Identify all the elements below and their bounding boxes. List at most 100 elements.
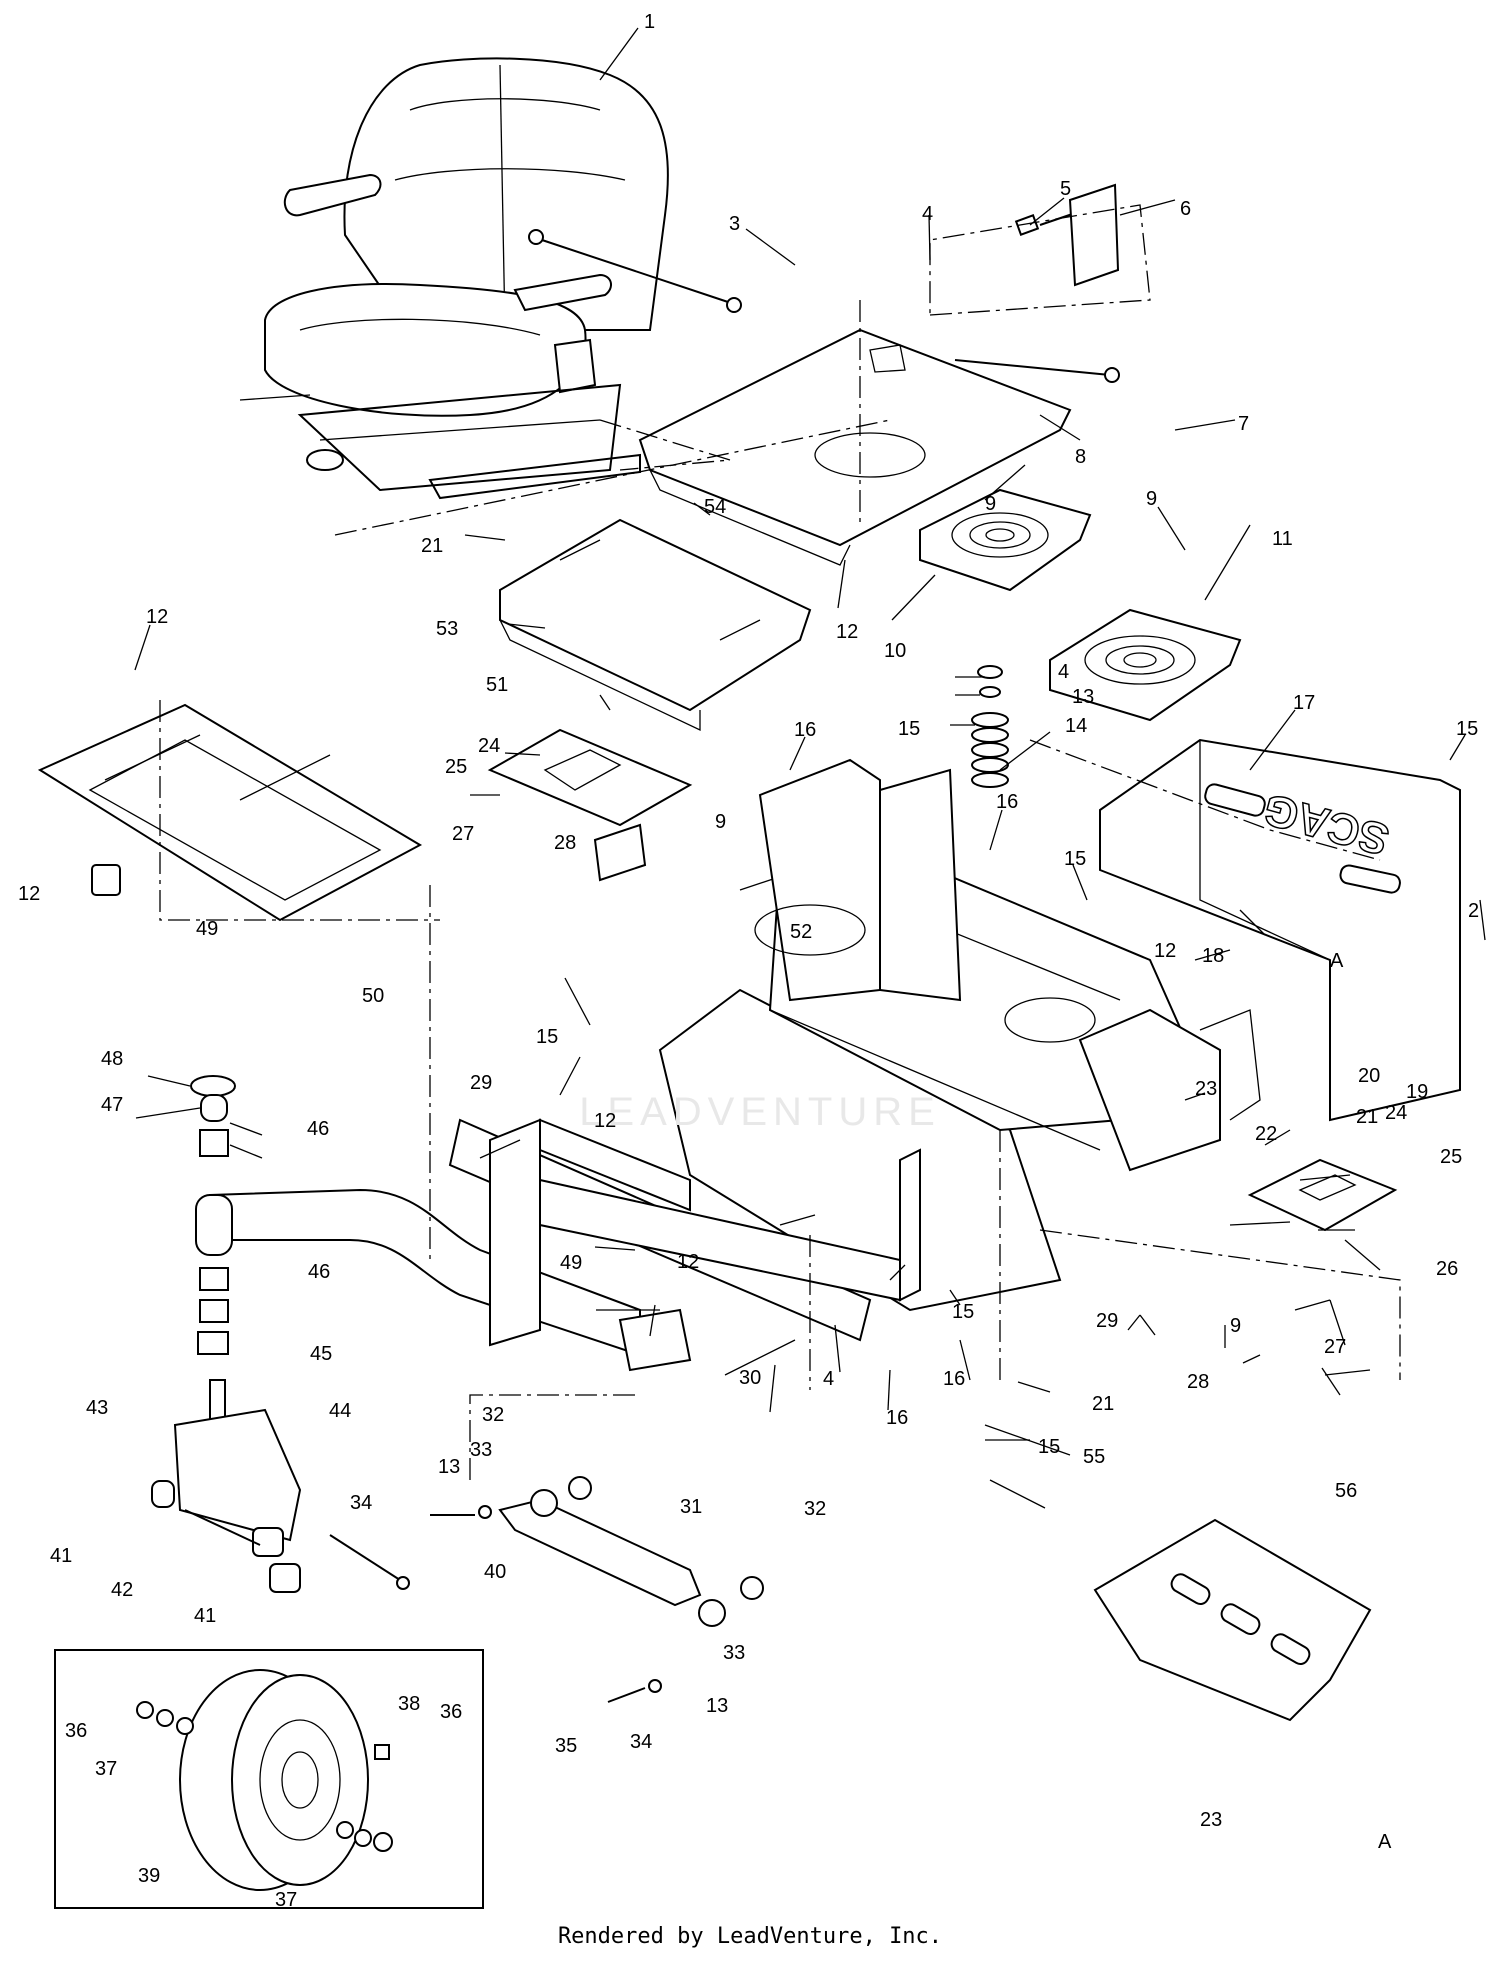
callout-12c: 12 (836, 621, 858, 643)
callout-21b: 21 (1356, 1106, 1378, 1128)
callout-14: 14 (1065, 715, 1087, 737)
callout-23a: 23 (1195, 1078, 1217, 1100)
callout-2: 2 (1468, 900, 1479, 922)
callout-41b: 41 (194, 1605, 216, 1627)
callout-17: 17 (1293, 692, 1315, 714)
callout-37b: 37 (275, 1889, 297, 1911)
assembly-lines (159, 204, 1401, 1480)
callout-47: 47 (101, 1094, 123, 1116)
callout-34b: 34 (630, 1731, 652, 1753)
pivot-arm-drawing (430, 1476, 764, 1703)
callout-32a: 32 (482, 1404, 504, 1426)
callout-44: 44 (329, 1400, 351, 1422)
callout-48: 48 (101, 1048, 123, 1070)
callout-43: 43 (86, 1397, 108, 1419)
callout-25b: 25 (1440, 1146, 1462, 1168)
callout-24a: 24 (478, 735, 500, 757)
callout-4c: 4 (823, 1368, 834, 1390)
coil-spring-drawing (971, 665, 1009, 788)
callout-18: 18 (1202, 945, 1224, 967)
callout-9a: 9 (985, 493, 996, 515)
spring-plate-11-drawing (1049, 608, 1242, 722)
callout-8: 8 (1075, 446, 1086, 468)
callout-39: 39 (138, 1865, 160, 1887)
callout-4b: 4 (1058, 661, 1069, 683)
callout-34a: 34 (350, 1492, 372, 1514)
callout-6: 6 (1180, 198, 1191, 220)
callout-4a: 4 (922, 203, 933, 225)
callout-23b: 23 (1200, 1809, 1222, 1831)
callout-16c: 16 (943, 1368, 965, 1390)
callout-15d: 15 (536, 1026, 558, 1048)
callout-21a: 21 (421, 535, 443, 557)
cover-plate-56-drawing (1093, 1518, 1372, 1722)
callout-30: 30 (739, 1367, 761, 1389)
watermark-text: LEADVENTURE (579, 1090, 941, 1134)
callout-12f: 12 (677, 1251, 699, 1273)
callout-15c: 15 (1064, 848, 1086, 870)
callout-1: 1 (644, 11, 655, 33)
callout-29a: 29 (470, 1072, 492, 1094)
callout-7: 7 (1238, 413, 1249, 435)
floor-plate-51-drawing (487, 728, 693, 882)
callout-56: 56 (1335, 1480, 1357, 1502)
callout-35: 35 (555, 1735, 577, 1757)
callout-31: 31 (680, 1496, 702, 1518)
callout-15a: 15 (898, 718, 920, 740)
callout-49a: 49 (196, 918, 218, 940)
callout-3: 3 (729, 213, 740, 235)
callout-52: 52 (790, 921, 812, 943)
callout-37a: 37 (95, 1758, 117, 1780)
wheel-inset-drawing (54, 1649, 484, 1909)
callout-24b: 24 (1385, 1102, 1407, 1124)
callout-labels: 1 2 3 4 4 4 5 6 7 8 9 9 9 9 10 11 12 12 … (18, 11, 1479, 1911)
reference-A-lower: A (1378, 1831, 1392, 1853)
footer-credit: Rendered by LeadVenture, Inc. (557, 1924, 943, 1949)
callout-45: 45 (310, 1343, 332, 1365)
callout-53: 53 (436, 618, 458, 640)
seat-support-drawing (499, 518, 812, 732)
callout-10: 10 (884, 640, 906, 662)
callout-26: 26 (1436, 1258, 1458, 1280)
callout-15f: 15 (1038, 1436, 1060, 1458)
callout-38: 38 (398, 1693, 420, 1715)
callout-15e: 15 (952, 1301, 974, 1323)
callout-13b: 13 (438, 1456, 460, 1478)
callout-55: 55 (1083, 1446, 1105, 1468)
callout-9b: 9 (1146, 488, 1157, 510)
callout-13c: 13 (706, 1695, 728, 1717)
callout-27b: 27 (1324, 1336, 1346, 1358)
callout-12a: 12 (146, 606, 168, 628)
callout-16a: 16 (794, 719, 816, 741)
callout-15b: 15 (1456, 718, 1478, 740)
callout-19: 19 (1406, 1081, 1428, 1103)
footrest-drawing (37, 703, 423, 922)
callout-20: 20 (1358, 1065, 1380, 1087)
callout-21c: 21 (1092, 1393, 1114, 1415)
callout-51: 51 (486, 674, 508, 696)
callout-32b: 32 (804, 1498, 826, 1520)
callout-25a: 25 (445, 756, 467, 778)
callout-40: 40 (484, 1561, 506, 1583)
callout-29b: 29 (1096, 1310, 1118, 1332)
callout-13a: 13 (1072, 686, 1094, 708)
callout-11: 11 (1272, 528, 1293, 550)
cable-drawing (528, 229, 742, 313)
callout-46a: 46 (307, 1118, 329, 1140)
callout-36a: 36 (65, 1720, 87, 1742)
reference-A-upper: A (1330, 950, 1344, 972)
callout-12b: 12 (18, 883, 40, 905)
rear-guard-drawing (1099, 738, 1461, 1122)
chassis-frame-drawing (658, 758, 1261, 1312)
callout-49b: 49 (560, 1252, 582, 1274)
callout-16d: 16 (886, 1407, 908, 1429)
seat-drawing (239, 57, 669, 500)
callout-36b: 36 (440, 1701, 462, 1723)
callout-46b: 46 (308, 1261, 330, 1283)
callout-16b: 16 (996, 791, 1018, 813)
callout-42: 42 (111, 1579, 133, 1601)
callout-9d: 9 (1230, 1315, 1241, 1337)
plate-26-drawing (1247, 1158, 1398, 1232)
